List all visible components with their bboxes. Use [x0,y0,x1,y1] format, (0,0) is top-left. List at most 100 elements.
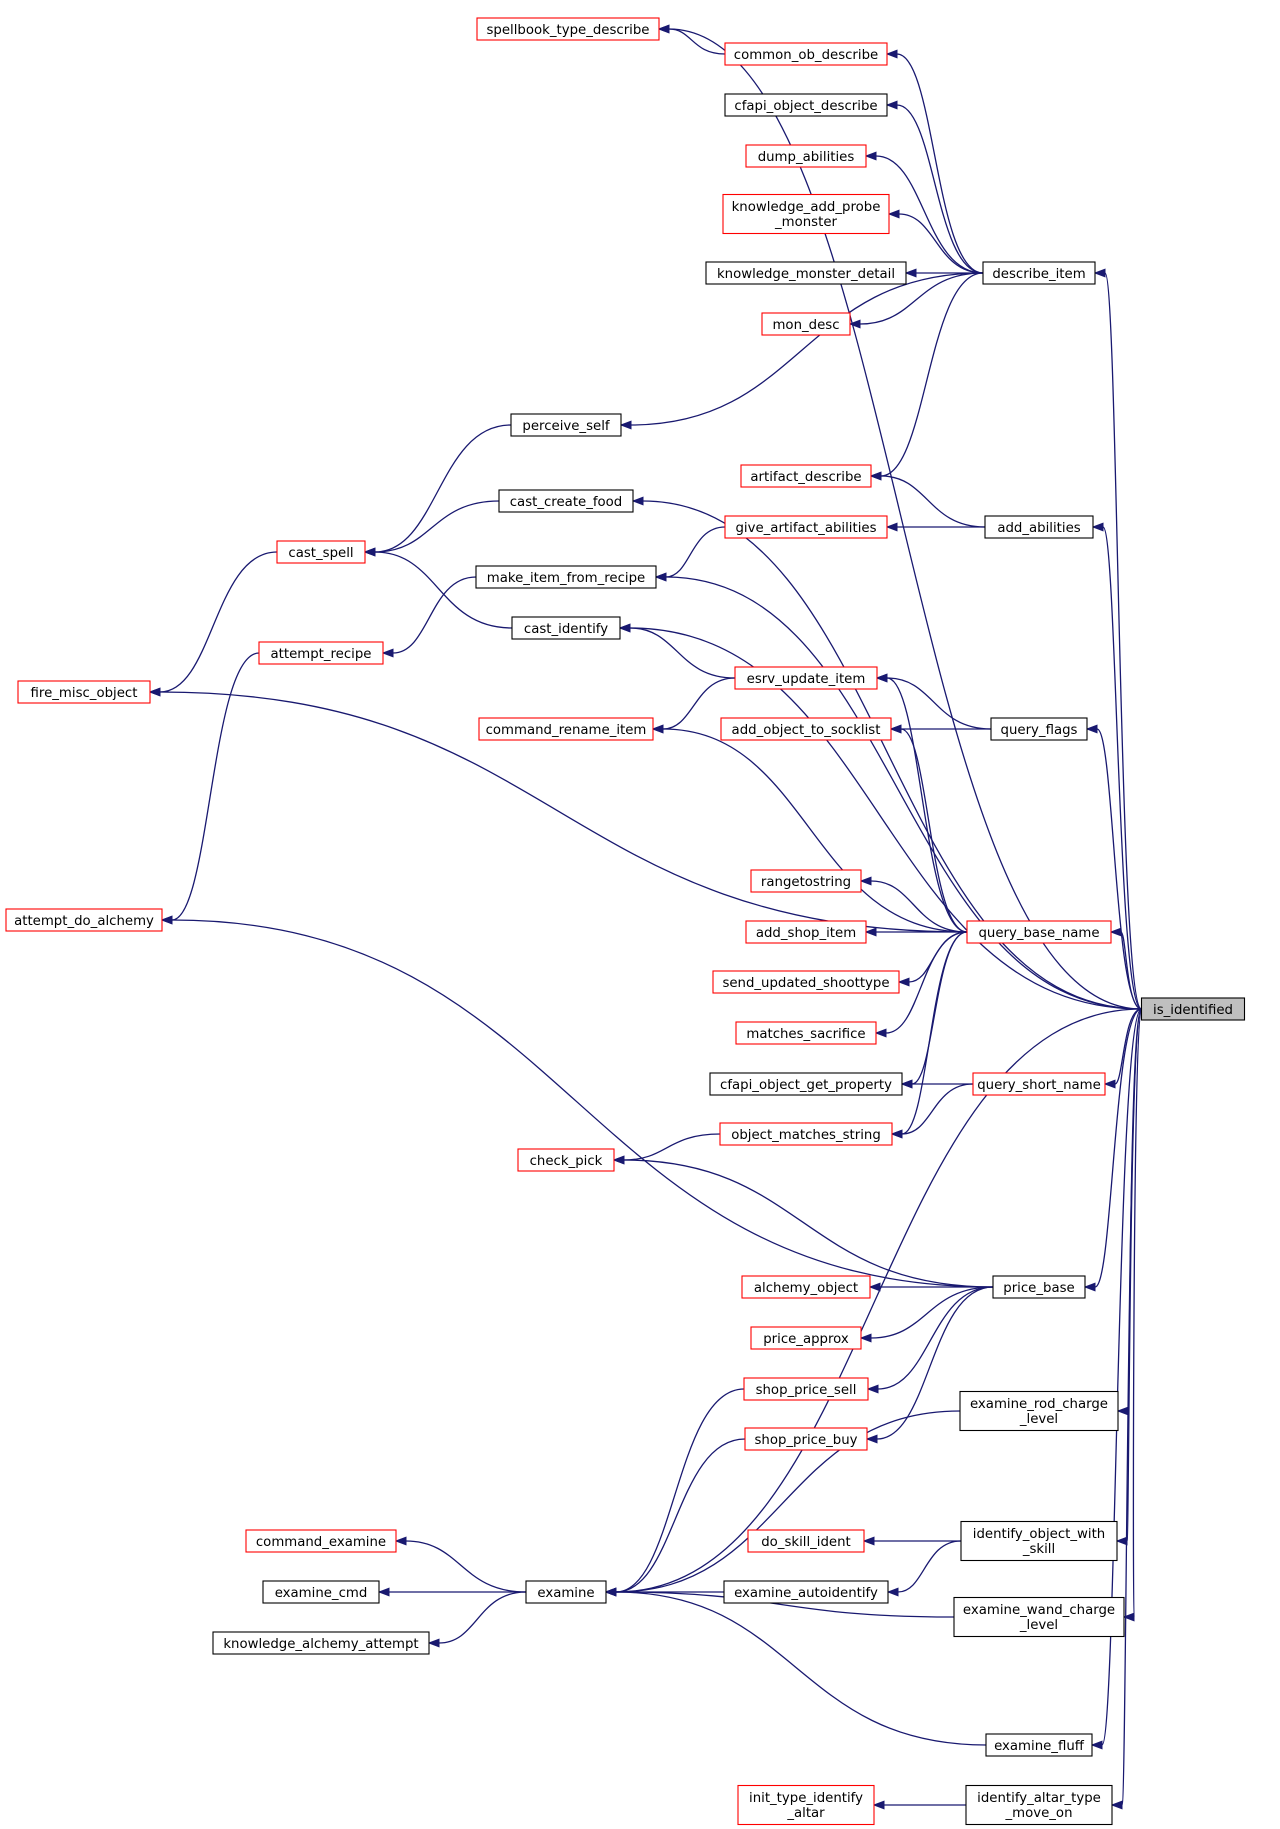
node-common-ob-describe[interactable]: common_ob_describe [724,42,888,66]
edge-line [880,475,986,528]
node-shop-price-buy[interactable]: shop_price_buy [744,1427,868,1451]
edge-arrowhead [885,100,898,110]
edge-arrowhead [427,1638,440,1648]
node-add-abilities[interactable]: add_abilities [984,515,1094,539]
node-cast-create-food[interactable]: cast_create_food [498,489,634,513]
node-box [511,616,621,640]
node-label: do_skill_ident [761,1535,851,1550]
node-label: is_identified [1153,1003,1233,1018]
edge-arrowhead [148,687,161,697]
node-cast-identify[interactable]: cast_identify [511,616,621,640]
edge-line [615,1591,955,1618]
node-give-artifact-abilities[interactable]: give_artifact_abilities [724,515,888,539]
edge-examine-autoidentify-to-identify-object-with-skill [886,1540,962,1597]
node-identify-altar-type-move-on[interactable]: identify_altar_type_move_on [965,1784,1113,1826]
node-spellbook-type-describe[interactable]: spellbook_type_describe [476,17,660,41]
edge-line [875,155,984,274]
node-box [747,1529,865,1553]
node-box [720,717,892,741]
node-do-skill-ident[interactable]: do_skill_ident [747,1529,865,1553]
edge-examine-to-is-identified [604,1008,1142,1597]
node-dump-abilities[interactable]: dump_abilities [745,144,867,168]
edge-line [900,728,968,933]
node-query-flags[interactable]: query_flags [990,717,1088,741]
node-examine-fluff[interactable]: examine_fluff [985,1733,1093,1757]
edge-line [885,931,968,1034]
edge-arrowhead [651,724,664,734]
node-perceive-self[interactable]: perceive_self [510,413,622,437]
node-cfapi-object-describe[interactable]: cfapi_object_describe [724,93,888,117]
node-add-object-to-socklist[interactable]: add_object_to_socklist [720,717,892,741]
node-examine-cmd[interactable]: examine_cmd [262,1580,380,1604]
node-query-base-name[interactable]: query_base_name [966,920,1112,944]
node-alchemy-object[interactable]: alchemy_object [741,1275,871,1299]
node-box [959,1390,1119,1432]
edge-arrowhead [1093,268,1106,278]
node-examine-wand-charge-level[interactable]: examine_wand_charge_level [953,1596,1125,1638]
edge-line [629,627,736,679]
node-box [276,540,366,564]
node-label: query_flags [1001,723,1078,738]
node-price-base[interactable]: price_base [992,1275,1086,1299]
node-identify-object-with-skill[interactable]: identify_object_with_skill [960,1520,1118,1562]
edge-line [901,931,968,1135]
node-label: shop_price_buy [754,1433,857,1448]
node-box [478,717,654,741]
node-rangetostring[interactable]: rangetostring [750,869,862,893]
node-command-examine[interactable]: command_examine [245,1529,397,1553]
node-label: knowledge_add_probe [732,200,881,215]
node-examine-autoidentify[interactable]: examine_autoidentify [723,1580,889,1604]
edge-identify-altar-type-move-on-to-is-identified [1110,1008,1143,1810]
node-check-pick[interactable]: check_pick [517,1148,615,1172]
node-examine[interactable]: examine [525,1580,607,1604]
node-matches-sacrifice[interactable]: matches_sacrifice [735,1021,877,1045]
edge-fire-misc-object-to-query-base-name [148,687,968,933]
edge-line [374,551,513,629]
edge-artifact-describe-to-add-abilities [869,471,986,528]
node-query-short-name[interactable]: query_short_name [972,1072,1106,1096]
node-label: _move_on [1005,1806,1073,1821]
node-box [966,920,1112,944]
node-label: make_item_from_recipe [487,571,645,586]
edge-arrowhead [160,915,173,925]
node-box [723,1580,889,1604]
edge-add-abilities-to-is-identified [1091,522,1143,1010]
node-esrv-update-item[interactable]: esrv_update_item [734,666,878,690]
node-price-approx[interactable]: price_approx [750,1326,862,1350]
edge-line [870,880,968,933]
node-attempt-recipe[interactable]: attempt_recipe [258,641,384,665]
node-box [982,261,1096,285]
edge-examine-to-shop-price-sell [604,1388,745,1597]
node-describe-item[interactable]: describe_item [982,261,1096,285]
node-fire-misc-object[interactable]: fire_misc_object [17,680,151,704]
node-make-item-from-recipe[interactable]: make_item_from_recipe [475,565,657,589]
node-box [724,515,888,539]
node-label: examine_autoidentify [734,1586,878,1601]
node-object-matches-string[interactable]: object_matches_string [719,1122,893,1146]
edge-line [171,652,260,921]
node-attempt-do-alchemy[interactable]: attempt_do_alchemy [5,908,163,932]
node-knowledge-monster-detail[interactable]: knowledge_monster_detail [705,261,907,285]
node-cfapi-object-get-property[interactable]: cfapi_object_get_property [709,1072,903,1096]
edge-do-skill-ident-to-identify-object-with-skill [862,1536,961,1546]
node-add-shop-item[interactable]: add_shop_item [745,920,867,944]
node-is-identified[interactable]: is_identified [1140,997,1246,1021]
edge-arrowhead [885,49,898,59]
node-examine-rod-charge-level[interactable]: examine_rod_charge_level [959,1390,1119,1432]
node-knowledge-add-probe-monster[interactable]: knowledge_add_probe_monster [722,193,890,235]
node-label: cast_identify [524,622,608,637]
node-init-type-identify-altar[interactable]: init_type_identify_altar [737,1784,875,1826]
node-label: dump_abilities [758,150,855,165]
node-box [525,1580,607,1604]
node-shop-price-sell[interactable]: shop_price_sell [743,1377,869,1401]
node-knowledge-alchemy-attempt[interactable]: knowledge_alchemy_attempt [212,1631,430,1655]
edge-arrowhead [900,1079,913,1089]
node-command-rename-item[interactable]: command_rename_item [478,717,654,741]
node-mon-desc[interactable]: mon_desc [761,312,851,336]
edge-shop-price-buy-to-price-base [865,1286,994,1444]
node-cast-spell[interactable]: cast_spell [276,540,366,564]
node-artifact-describe[interactable]: artifact_describe [740,464,872,488]
edge-knowledge-alchemy-attempt-to-examine [427,1591,527,1648]
node-send-updated-shoottype[interactable]: send_updated_shoottype [712,970,900,994]
